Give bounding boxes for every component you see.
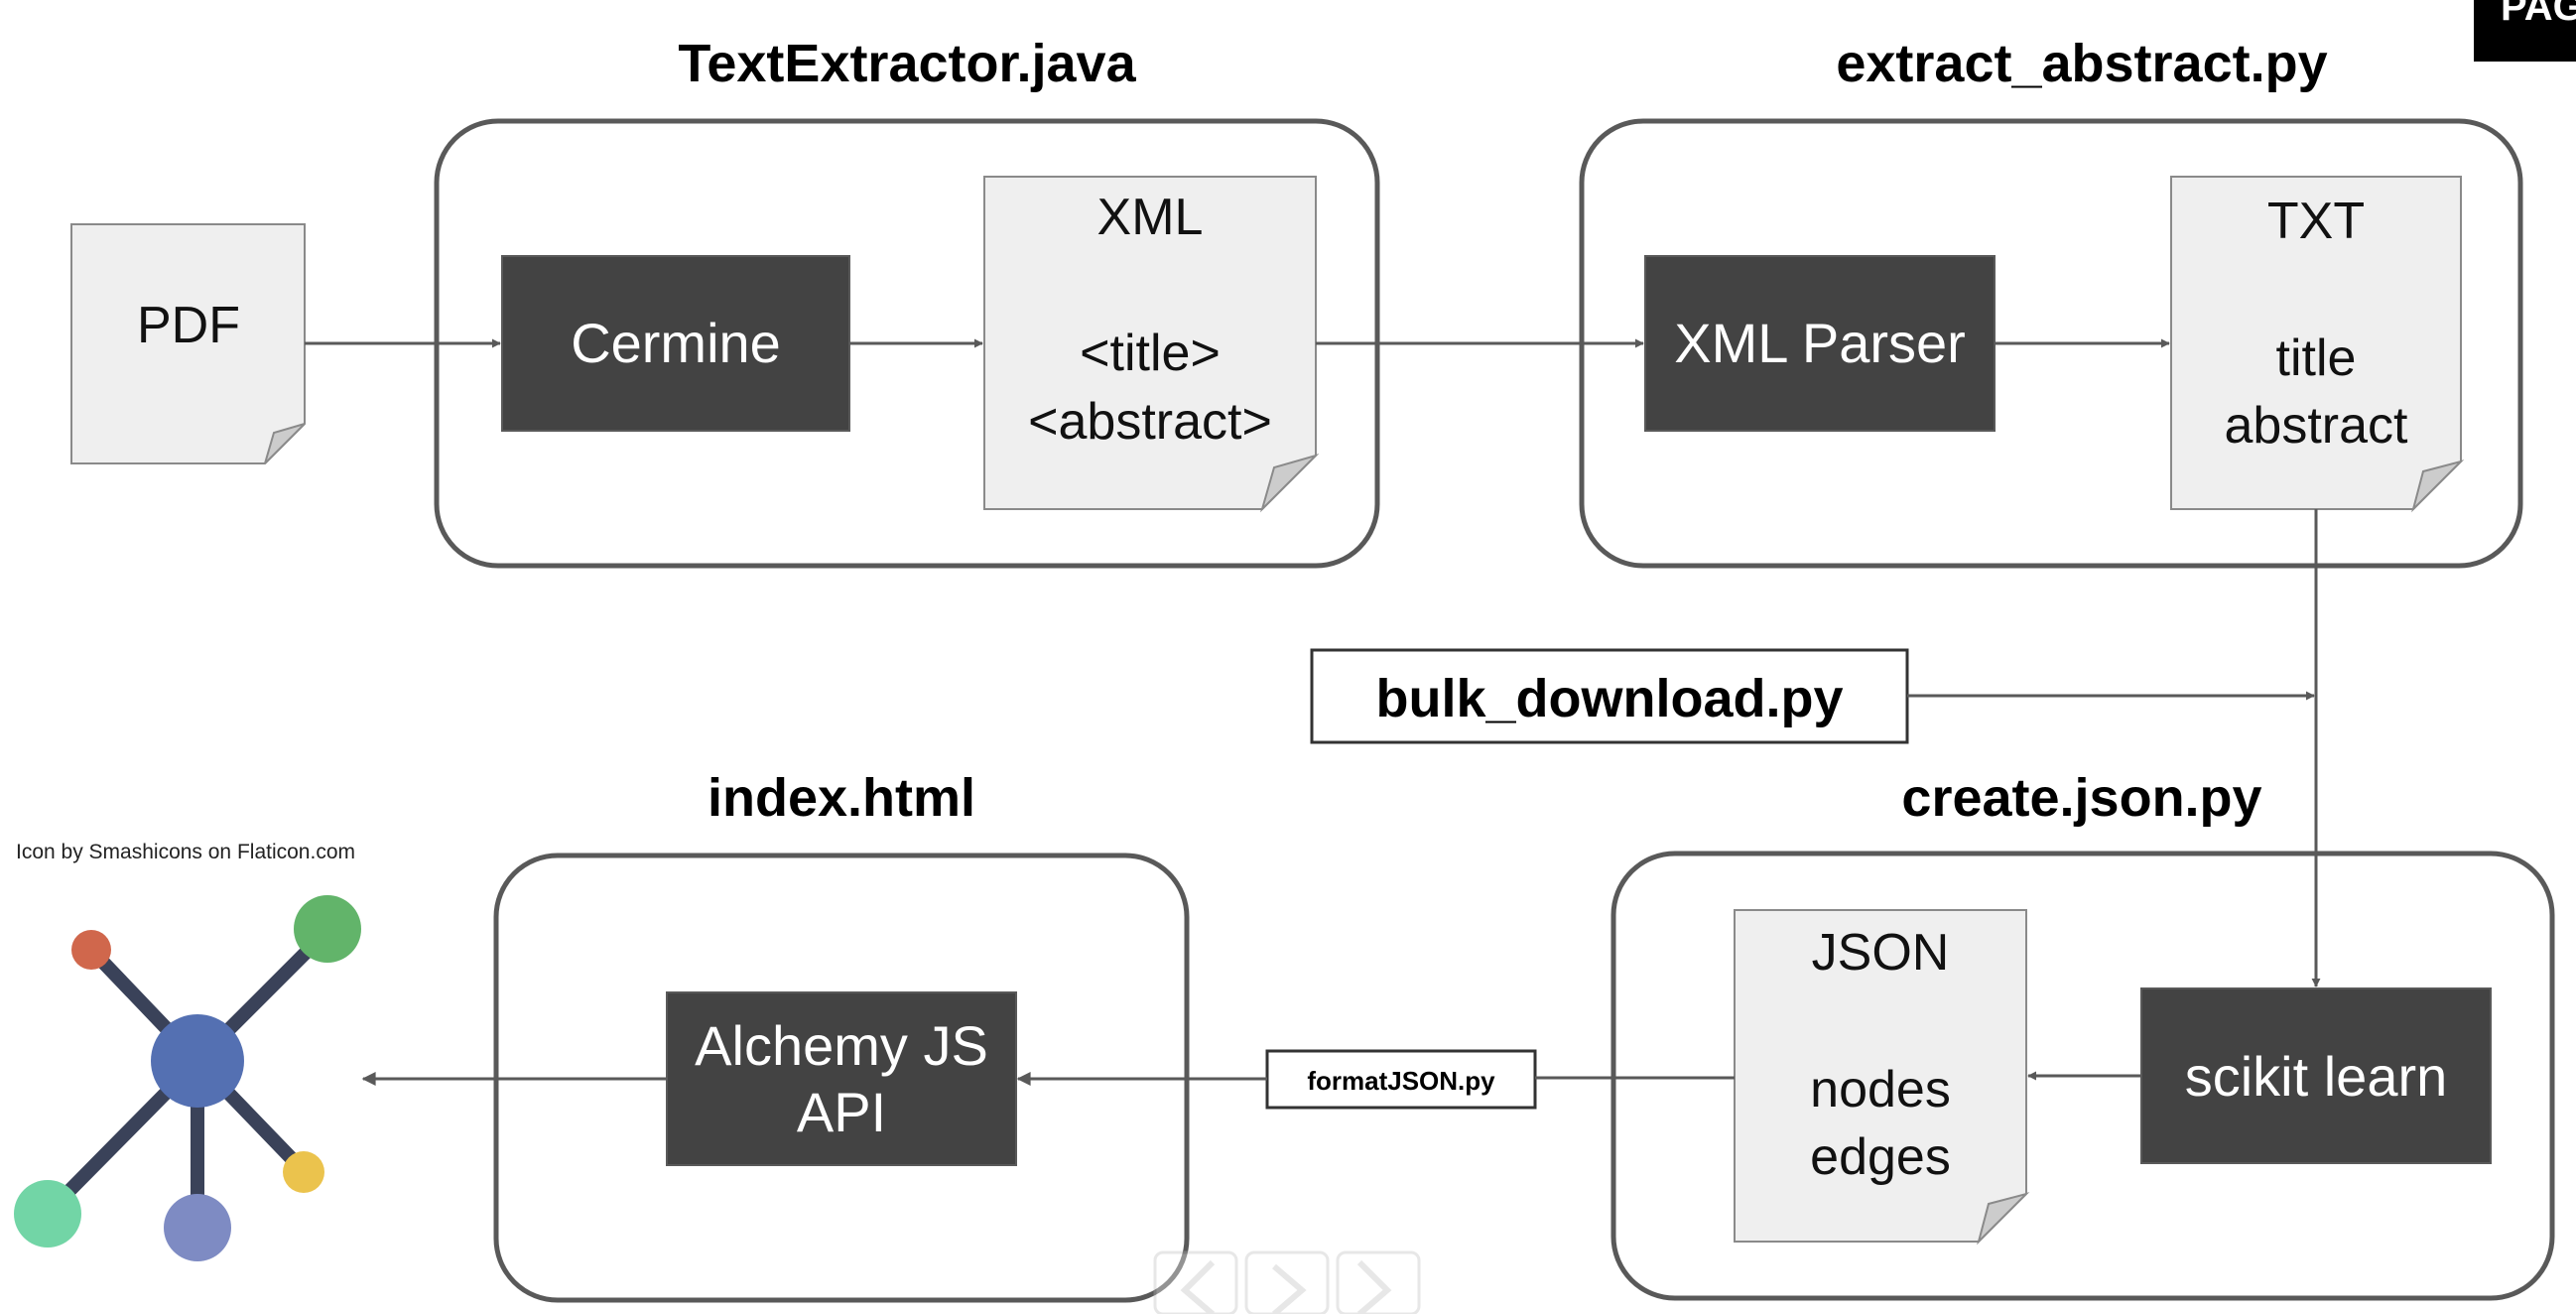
slide-nav <box>1153 1250 1421 1314</box>
extract-abstract-title: extract_abstract.py <box>1836 34 2327 93</box>
page-tag-label: PAG <box>2501 0 2576 29</box>
page-tag: PAG <box>2474 0 2576 62</box>
index-html-title: index.html <box>708 768 975 828</box>
alchemy-label-line2: API <box>797 1081 886 1143</box>
format-json-label: formatJSON.py <box>1307 1066 1495 1096</box>
xml-line-abstract: <abstract> <box>1028 393 1272 451</box>
xml-parser-label: XML Parser <box>1674 312 1966 374</box>
network-graph-icon <box>14 895 361 1261</box>
alchemy-api-process: Alchemy JS API <box>666 991 1017 1166</box>
txt-document: TXT title abstract <box>2170 176 2465 513</box>
pdf-document: PDF <box>70 223 306 464</box>
text-extractor-title: TextExtractor.java <box>678 34 1136 93</box>
create-json-title: create.json.py <box>1901 768 2261 828</box>
txt-line-title: title <box>2276 329 2357 387</box>
alchemy-label-line1: Alchemy JS <box>695 1014 988 1077</box>
play-slide-icon <box>1272 1263 1307 1314</box>
json-line-nodes: nodes <box>1810 1061 1951 1118</box>
txt-heading: TXT <box>2267 193 2365 250</box>
prev-slide-button[interactable] <box>1153 1250 1238 1314</box>
next-slide-button[interactable] <box>1336 1250 1421 1314</box>
xml-line-title: <title> <box>1080 325 1221 382</box>
format-json-box: formatJSON.py <box>1265 1049 1537 1110</box>
txt-line-abstract: abstract <box>2225 397 2409 455</box>
prev-slide-icon <box>1180 1259 1216 1314</box>
bulk-download-label: bulk_download.py <box>1375 669 1843 728</box>
cermine-label: Cermine <box>571 312 781 374</box>
scikit-learn-process: scikit learn <box>2140 987 2492 1164</box>
xml-heading: XML <box>1097 189 1204 246</box>
json-heading: JSON <box>1812 924 1950 982</box>
scikit-learn-label: scikit learn <box>2185 1045 2448 1108</box>
cermine-process: Cermine <box>501 255 850 432</box>
xml-document: XML <title> <abstract> <box>983 176 1320 513</box>
pdf-label: PDF <box>137 297 240 354</box>
xml-parser-process: XML Parser <box>1644 255 1996 432</box>
next-slide-icon <box>1356 1259 1392 1314</box>
play-slide-button[interactable] <box>1244 1250 1330 1314</box>
create-json-group <box>1610 851 2555 1301</box>
json-document: JSON nodes edges <box>1734 909 2030 1246</box>
bulk-download-box: bulk_download.py <box>1310 648 1909 744</box>
json-line-edges: edges <box>1810 1128 1951 1186</box>
icon-credit: Icon by Smashicons on Flaticon.com <box>16 841 355 863</box>
